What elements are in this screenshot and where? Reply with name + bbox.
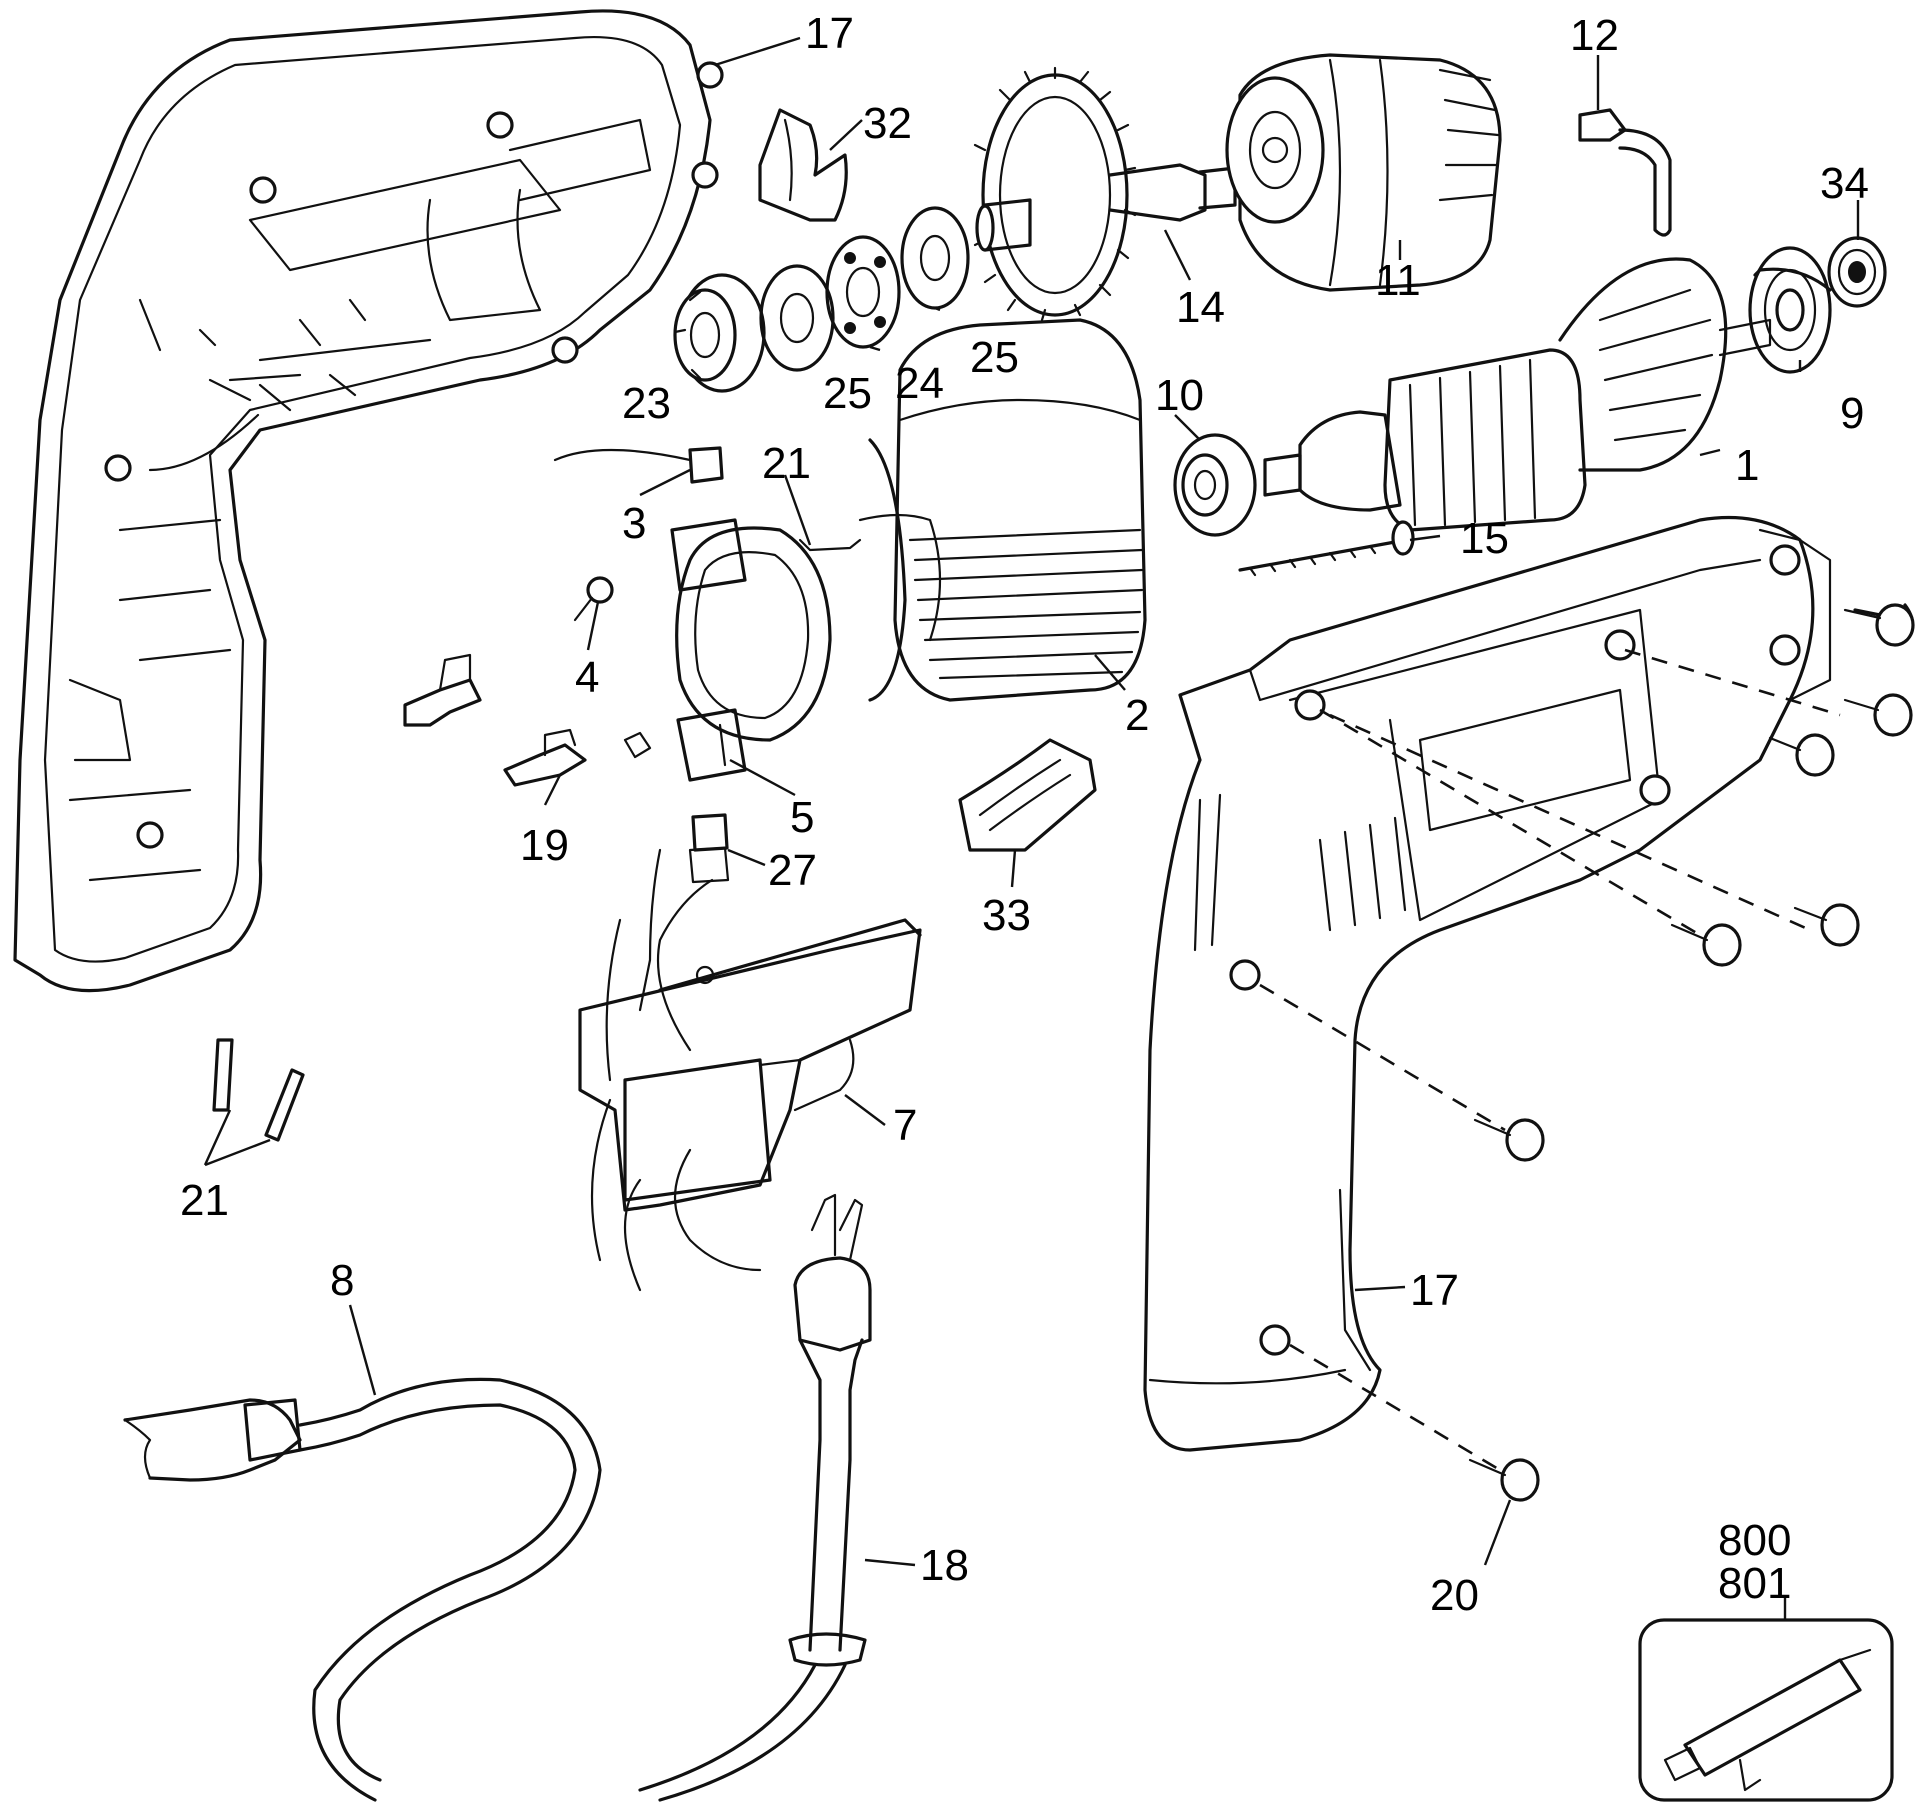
callout-15: 15 — [1460, 514, 1509, 563]
screw-15 — [1238, 520, 1415, 577]
switch-7 — [578, 846, 922, 1292]
callout-21-top: 21 — [762, 439, 811, 488]
callout-24: 24 — [895, 359, 944, 408]
power-cord-8 — [123, 1377, 602, 1802]
clip-part-32 — [758, 108, 848, 222]
washer-25-right — [900, 206, 970, 310]
bearing-9 — [1748, 246, 1832, 374]
callout-9: 9 — [1840, 389, 1864, 438]
terminals-21-bottom — [212, 1038, 305, 1142]
armature-1 — [1263, 257, 1772, 532]
spring-4 — [573, 576, 614, 622]
callout-2: 2 — [1125, 691, 1149, 740]
callout-11: 11 — [1375, 256, 1421, 305]
callout-34: 34 — [1820, 159, 1869, 208]
callout-17-top: 17 — [805, 9, 854, 58]
callout-1: 1 — [1735, 441, 1759, 490]
housing-left-half — [13, 9, 724, 993]
callout-800: 800 — [1718, 1516, 1791, 1565]
callout-20: 20 — [1430, 1571, 1479, 1620]
callout-25-left: 25 — [823, 369, 872, 418]
callout-8: 8 — [330, 1256, 354, 1305]
field-stator-2 — [858, 318, 1147, 702]
callout-32: 32 — [863, 99, 912, 148]
brush-3 — [553, 446, 724, 484]
spindle-gear-14 — [973, 66, 1237, 322]
washer-25-left — [759, 264, 835, 372]
callout-3: 3 — [622, 499, 646, 548]
callout-10: 10 — [1155, 371, 1204, 420]
bearing-23 — [673, 273, 766, 393]
commutator-bearing-10 — [1173, 433, 1257, 537]
callout-17-bottom: 17 — [1410, 1266, 1459, 1315]
callout-labels: 17 32 12 34 14 11 25 25 24 23 9 1 10 21 … — [180, 9, 1869, 1620]
callout-21-bottom: 21 — [180, 1176, 229, 1225]
callout-27: 27 — [768, 846, 817, 895]
leader-lines — [203, 36, 1860, 1620]
brush-spring-19 — [503, 728, 652, 787]
callout-25-right: 25 — [970, 333, 1019, 382]
callout-7: 7 — [893, 1101, 917, 1150]
housing-right-half — [1143, 515, 1832, 1452]
switch-pad-33 — [958, 738, 1097, 852]
callout-18: 18 — [920, 1541, 969, 1590]
callout-4: 4 — [575, 653, 599, 702]
wire-terminal-27 — [691, 813, 729, 852]
cord-protector-18 — [638, 1193, 872, 1802]
terminal-clip — [403, 653, 482, 727]
retainer-24 — [825, 235, 901, 349]
kit-inset-800-801 — [1638, 1618, 1894, 1802]
callout-14: 14 — [1176, 283, 1225, 332]
bearing-34 — [1827, 236, 1887, 308]
callout-33: 33 — [982, 891, 1031, 940]
brush-holder-ring — [670, 518, 832, 782]
callout-5: 5 — [790, 793, 814, 842]
wire-21-top — [798, 538, 862, 552]
chuck-11 — [1225, 53, 1502, 292]
callout-23: 23 — [622, 379, 671, 428]
screws-20 — [1468, 603, 1915, 1502]
chuck-key-12 — [1578, 108, 1672, 237]
callout-801: 801 — [1718, 1559, 1791, 1608]
callout-12: 12 — [1570, 11, 1619, 60]
assembly-dash-lines — [1259, 648, 1841, 1472]
callout-19: 19 — [520, 821, 569, 870]
